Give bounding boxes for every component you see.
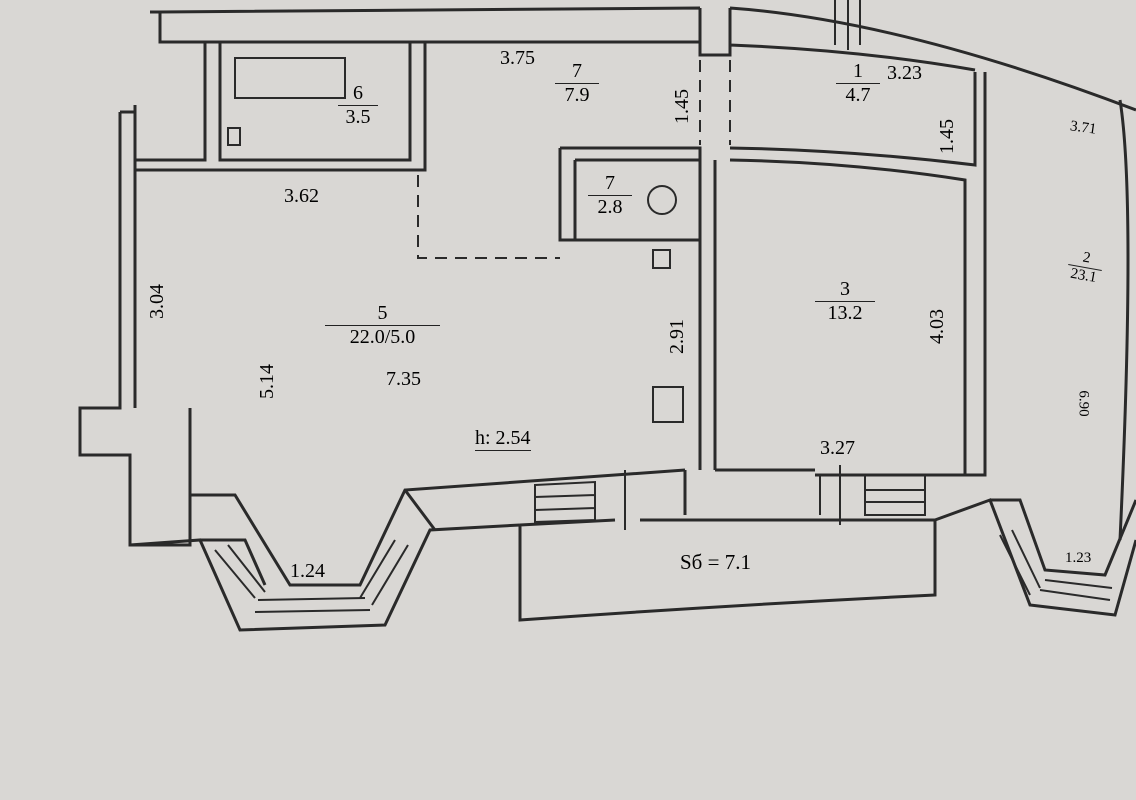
dim-kitchen-depth: 2.91 xyxy=(666,319,688,354)
balcony-area: Sб = 7.1 xyxy=(680,550,751,574)
dim-hall-depth: 1.45 xyxy=(671,89,693,124)
room-number: 3 xyxy=(815,278,875,302)
bathtub-icon xyxy=(234,57,346,99)
dim-bay-right: 1.23 xyxy=(1065,550,1092,566)
sink-icon xyxy=(227,127,241,146)
room-area: 22.0/5.0 xyxy=(349,326,416,348)
room-number: 7 xyxy=(588,172,632,196)
room-number: 1 xyxy=(836,60,880,84)
balcony-windows xyxy=(534,465,926,530)
dim-corridor-depth: 1.45 xyxy=(936,119,958,154)
room-number: 6 xyxy=(338,82,378,106)
dim-kitchen-side: 3.04 xyxy=(146,284,168,319)
right-bay xyxy=(934,498,1136,617)
right-bay-window xyxy=(999,529,1113,601)
dim-living-length: 5.14 xyxy=(256,364,278,399)
room-area: 3.5 xyxy=(345,106,371,128)
room-area: 2.8 xyxy=(597,196,623,218)
dim-kitchen-width: 3.62 xyxy=(284,185,319,207)
dim-bedroom2-width: 3.71 xyxy=(1069,118,1098,138)
room3-walls xyxy=(713,72,987,477)
room-number: 5 xyxy=(325,302,440,326)
dim-bay-left: 1.24 xyxy=(290,560,325,582)
dim-room3-width: 3.27 xyxy=(820,437,855,459)
top-wall-ticks xyxy=(834,0,861,50)
dim-corridor-width: 3.23 xyxy=(887,62,922,84)
bathroom-walls xyxy=(133,42,427,172)
toilet-icon xyxy=(647,185,677,215)
top-wall xyxy=(150,6,1136,112)
dim-hall-width: 3.75 xyxy=(500,47,535,69)
left-wall xyxy=(78,110,686,587)
room-area: 13.2 xyxy=(827,302,863,324)
kitchen-zone-line xyxy=(417,175,560,259)
dim-living-width: 7.35 xyxy=(386,368,421,390)
bay-left-window xyxy=(214,539,409,613)
stove-icon xyxy=(652,249,684,423)
room-number: 7 xyxy=(555,60,599,84)
room-area: 4.7 xyxy=(845,84,871,106)
room-area: 7.9 xyxy=(564,84,590,106)
balcony xyxy=(518,470,937,622)
bay-left xyxy=(129,489,521,632)
wc-walls xyxy=(558,146,702,470)
ceiling-height: h: 2.54 xyxy=(475,427,531,451)
hall-door-line xyxy=(699,60,731,145)
bedroom2-right-wall xyxy=(1118,99,1130,541)
dim-bedroom2-length: 6.90 xyxy=(1075,390,1092,417)
dim-room3-depth: 4.03 xyxy=(926,309,948,344)
